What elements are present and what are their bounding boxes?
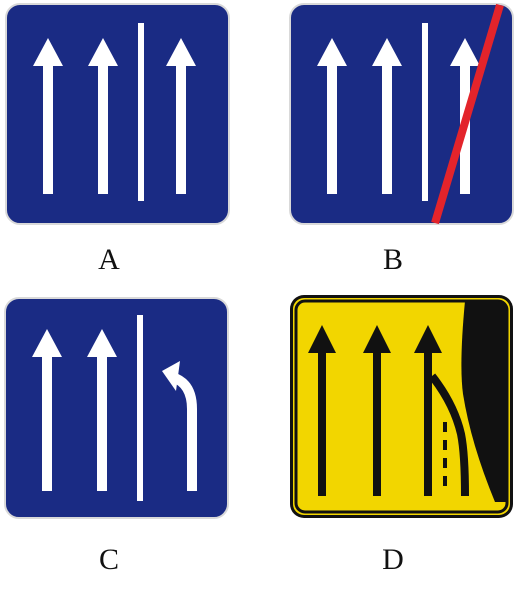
- left-turn-lane-icon: [4, 297, 229, 519]
- straight-arrow-icon: [87, 329, 117, 491]
- option-c-label: C: [98, 543, 119, 576]
- option-c-sign: [4, 297, 229, 519]
- straight-arrow-icon: [33, 38, 63, 194]
- straight-arrow-icon: [308, 325, 336, 496]
- straight-arrow-icon: [88, 38, 118, 194]
- lane-divider-line: [422, 23, 428, 201]
- cancel-diagonal-line: [431, 3, 504, 225]
- road-edge-shading: [461, 301, 507, 502]
- dashed-lane-line: [443, 422, 447, 486]
- three-lanes-straight-icon: [5, 3, 230, 225]
- option-a-sign: [5, 3, 230, 225]
- lane-merge-warning-icon: [290, 295, 513, 518]
- straight-arrow-icon: [166, 38, 196, 194]
- end-of-lanes-icon: [289, 3, 514, 225]
- option-b-sign: [289, 3, 514, 225]
- straight-arrow-icon: [372, 38, 402, 194]
- option-d-sign: [289, 294, 514, 519]
- lane-divider-line: [138, 23, 144, 201]
- option-d-label: D: [382, 543, 404, 576]
- straight-arrow-icon: [414, 325, 442, 496]
- left-turn-arrowhead: [162, 361, 180, 391]
- straight-arrow-icon: [363, 325, 391, 496]
- lane-divider-line: [137, 315, 143, 501]
- option-b-label: B: [382, 243, 403, 276]
- straight-arrow-icon: [32, 329, 62, 491]
- straight-arrow-icon: [317, 38, 347, 194]
- option-a-label: A: [98, 243, 120, 276]
- merging-lane-line: [428, 373, 469, 497]
